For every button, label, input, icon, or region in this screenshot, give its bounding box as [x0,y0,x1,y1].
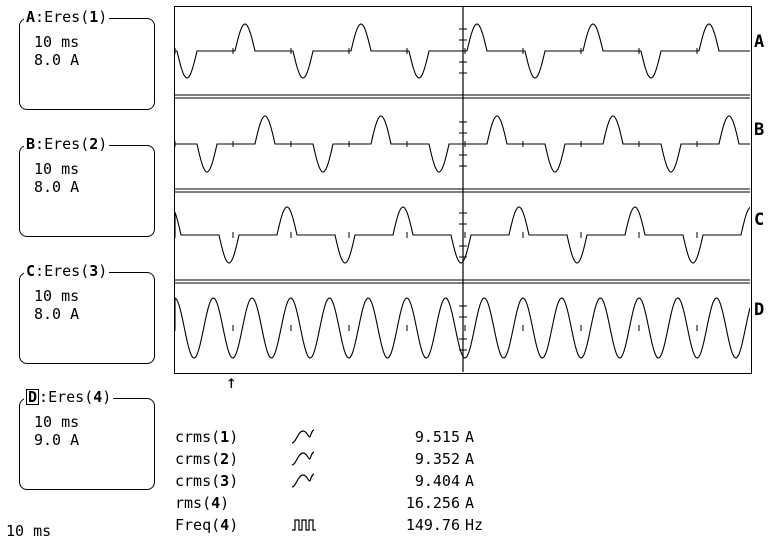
channel-title-c: C:Eres(3) [24,262,110,280]
channel-scale: 9.0 A [34,431,80,449]
sine-icon [290,472,316,494]
trace-d-waveform [175,297,750,359]
channel-timebase: 10 ms [34,287,80,305]
channel-letter: D [26,388,40,406]
channel-timebase: 10 ms [34,160,80,178]
trace-label-d: D [754,300,765,320]
measurement-function: crms [175,428,212,446]
channel-scale: 8.0 A [34,305,80,323]
measurement-name: crms(3) [175,472,239,490]
measurement-value: 149.76 [405,516,460,534]
channel-box-c[interactable]: C:Eres(3) 10 ms 8.0 A [19,262,155,364]
measurement-name: Freq(4) [175,516,239,534]
trace-label-b: B [754,120,765,140]
channel-scale: 8.0 A [34,51,80,69]
pulse-train-icon [290,516,320,538]
measurement-value: 9.352 [414,450,460,468]
channel-timebase: 10 ms [34,413,80,431]
global-timebase: 10 ms [6,522,52,540]
measurement-arg: 4 [211,494,221,512]
measurement-function: rms [175,494,203,512]
measurement-name: crms(1) [175,428,239,446]
trace-label-c: C [754,210,765,230]
measurement-unit: A [465,450,475,468]
channel-timebase: 10 ms [34,33,80,51]
channel-box-a[interactable]: A:Eres(1) 10 ms 8.0 A [19,8,155,110]
measurement-name: rms(4) [175,494,230,512]
measurement-name: crms(2) [175,450,239,468]
measurement-value: 16.256 [405,494,460,512]
channel-title-b: B:Eres(2) [24,135,110,153]
waveform-canvas [175,7,750,372]
measurement-function: crms [175,472,212,490]
trace-label-a: A [754,32,765,52]
measurement-row: crms(2) 9.352 A [175,450,474,468]
channel-number: 1 [89,8,99,26]
measurement-unit: Hz [465,516,484,534]
channel-number: 3 [89,262,99,280]
measurement-row: rms(4) 16.256 A [175,494,474,512]
channel-number: 2 [89,135,99,153]
measurement-arg: 4 [220,516,230,534]
sine-icon [290,450,316,472]
measurement-unit: A [465,494,475,512]
channel-title-d: D:Eres(4) [24,388,114,406]
trace-b-waveform [175,115,750,173]
channel-function: Eres [48,388,85,406]
channel-function: Eres [44,8,81,26]
channel-letter: B [26,135,36,153]
measurement-row: Freq(4) 149.76 Hz [175,516,483,534]
channel-letter: A [26,8,36,26]
channel-number: 4 [93,388,103,406]
channel-box-d[interactable]: D:Eres(4) 10 ms 9.0 A [19,388,155,490]
measurement-value: 9.515 [414,428,460,446]
measurement-function: Freq [175,516,212,534]
measurement-row: crms(3) 9.404 A [175,472,474,490]
waveform-display[interactable] [174,6,752,374]
measurement-arg: 2 [220,450,230,468]
channel-function: Eres [44,135,81,153]
measurement-unit: A [465,472,475,490]
channel-scale: 8.0 A [34,178,80,196]
sine-icon [290,428,316,450]
channel-letter: C [26,262,36,280]
measurement-unit: A [465,428,475,446]
trigger-marker-icon[interactable]: ↑ [226,372,237,393]
channel-title-a: A:Eres(1) [24,8,110,26]
channel-box-b[interactable]: B:Eres(2) 10 ms 8.0 A [19,135,155,237]
measurement-arg: 1 [220,428,230,446]
trace-c-waveform [175,206,750,264]
measurement-value: 9.404 [414,472,460,490]
measurement-function: crms [175,450,212,468]
trace-a-waveform [175,23,750,79]
measurement-arg: 3 [220,472,230,490]
measurement-row: crms(1) 9.515 A [175,428,474,446]
channel-function: Eres [44,262,81,280]
